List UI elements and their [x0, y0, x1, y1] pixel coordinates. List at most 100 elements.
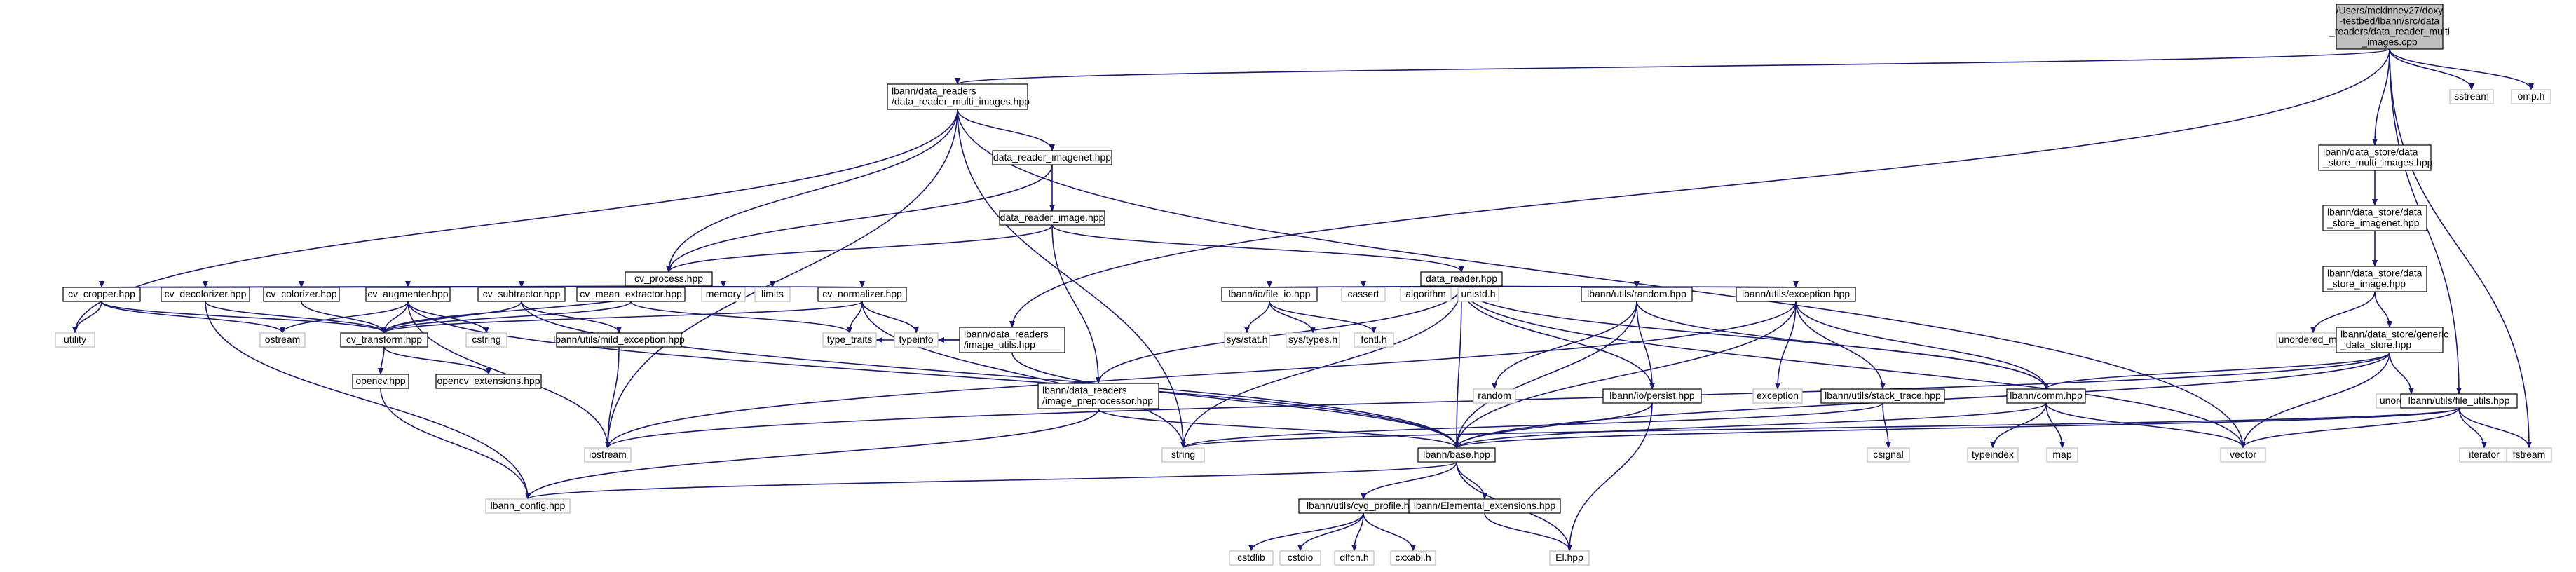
edge-base-to-elemental_ext	[1456, 461, 1487, 500]
node-ds_generic[interactable]: lbann/data_store/generic_data_store.hpp	[2336, 327, 2448, 353]
edge-mild_exception-to-iostream	[605, 346, 620, 449]
node-image_utils[interactable]: lbann/data_readers/image_utils.hpp	[959, 327, 1065, 353]
node-image_preproc[interactable]: lbann/data_readers/image_preprocessor.hp…	[1037, 383, 1159, 409]
node-label-ds_imagenet: _store_imagenet.hpp	[2326, 217, 2420, 229]
node-label-sys_stat: sys/stat.h	[1226, 334, 1267, 345]
edge-cv_transform-to-opencv_ext	[383, 346, 491, 375]
node-box-elemental_ext	[1408, 498, 1561, 514]
node-label-root: /Users/mckinney27/doxy	[2336, 5, 2444, 16]
node-random_hpp[interactable]: lbann/utils/random.hpp	[1581, 287, 1693, 302]
node-box-vector	[2220, 447, 2266, 463]
edge-drmi-to-vector	[957, 109, 2246, 449]
node-cv_decolorizer[interactable]: cv_decolorizer.hpp	[161, 287, 250, 302]
node-exception_hpp[interactable]: lbann/utils/exception.hpp	[1736, 287, 1856, 302]
edge-stack_trace-to-string	[1180, 402, 1883, 449]
edge-random_hpp-to-base	[1454, 301, 1637, 449]
node-cv_mean_extractor[interactable]: cv_mean_extractor.hpp	[576, 287, 686, 302]
edge-cv_normalizer-to-string	[861, 301, 1186, 449]
edge-file_utils-to-string	[1180, 407, 2460, 449]
node-box-cstdio	[1279, 550, 1321, 566]
node-label-random: random	[1478, 390, 1511, 401]
node-data_reader[interactable]: data_reader.hpp	[1420, 271, 1503, 287]
node-cv_cropper[interactable]: cv_cropper.hpp	[62, 287, 141, 302]
node-box-ds_imagenet	[2322, 205, 2427, 231]
node-label-typeinfo: typeinfo	[899, 334, 933, 345]
node-box-cv_colorizer	[263, 287, 340, 302]
edge-cv_decolorizer-to-lbann_config	[205, 301, 531, 500]
edge-data_reader-to-vector	[1461, 285, 2246, 449]
edge-random_hpp-to-persist	[1636, 301, 1655, 390]
node-label-unistd: unistd.h	[1461, 288, 1495, 299]
node-label-exception: exception	[1757, 390, 1799, 401]
node-box-omp	[2511, 89, 2551, 104]
node-root[interactable]: /Users/mckinney27/doxy-testbed/lbann/src…	[2329, 4, 2450, 50]
edge-cv_cropper-to-utility	[72, 301, 102, 334]
node-memory: memory	[701, 287, 746, 302]
edge-cv_augmenter-to-cstring	[407, 301, 489, 334]
node-el: El.hpp	[1549, 550, 1590, 566]
node-label-cv_colorizer: cv_colorizer.hpp	[266, 288, 336, 299]
node-label-map: map	[2052, 449, 2071, 460]
node-label-file_utils: lbann/utils/file_utils.hpp	[2408, 395, 2510, 406]
node-cyg_profile[interactable]: lbann/utils/cyg_profile.hpp	[1298, 498, 1429, 514]
node-label-opencv_ext: opencv_extensions.hpp	[437, 375, 540, 386]
node-box-cv_process	[625, 271, 713, 287]
node-box-image_utils	[959, 327, 1065, 353]
node-dr_imagenet[interactable]: data_reader_imagenet.hpp	[992, 150, 1112, 165]
node-cv_transform[interactable]: cv_transform.hpp	[340, 332, 428, 348]
node-box-fcntl	[1354, 332, 1394, 348]
node-label-image_utils: /image_utils.hpp	[964, 339, 1035, 350]
node-label-iterator: iterator	[2469, 449, 2500, 460]
node-ds_imagenet[interactable]: lbann/data_store/data_store_imagenet.hpp	[2322, 205, 2427, 231]
node-comm[interactable]: lbann/comm.hpp	[2006, 388, 2086, 404]
edge-cv_subtractor-to-cv_transform	[381, 301, 522, 334]
edge-opencv-to-lbann_config	[380, 388, 531, 500]
node-drmi[interactable]: lbann/data_readers/data_reader_multi_ima…	[887, 83, 1030, 110]
node-cv_augmenter[interactable]: cv_augmenter.hpp	[365, 287, 451, 302]
edge-base-to-lbann_config	[525, 461, 1457, 500]
node-cv_normalizer[interactable]: cv_normalizer.hpp	[817, 287, 907, 302]
node-ds_multi[interactable]: lbann/data_store/data_store_multi_images…	[2318, 144, 2433, 171]
node-box-opencv	[352, 374, 409, 389]
edge-exception_hpp-to-iostream	[605, 301, 1797, 449]
node-dr_image[interactable]: data_reader_image.hpp	[999, 210, 1105, 226]
node-label-ds_generic: lbann/data_store/generic	[2340, 329, 2448, 340]
node-label-fstream: fstream	[2513, 449, 2546, 460]
edge-stack_trace-to-csignal	[1882, 402, 1891, 449]
node-label-cv_augmenter: cv_augmenter.hpp	[367, 288, 448, 299]
node-persist[interactable]: lbann/io/persist.hpp	[1602, 388, 1702, 404]
node-mild_exception[interactable]: lbann/utils/mild_exception.hpp	[553, 332, 685, 348]
node-box-cv_subtractor	[477, 287, 566, 302]
node-stack_trace[interactable]: lbann/utils/stack_trace.hpp	[1820, 388, 1945, 404]
node-box-cv_decolorizer	[161, 287, 250, 302]
node-elemental_ext[interactable]: lbann/Elemental_extensions.hpp	[1408, 498, 1561, 514]
node-label-ds_image: lbann/data_store/data	[2327, 268, 2422, 279]
edge-cv_subtractor-to-base	[521, 301, 1459, 449]
node-cv_process[interactable]: cv_process.hpp	[625, 271, 713, 287]
edge-root-to-image_utils	[1009, 48, 2390, 328]
node-file_utils[interactable]: lbann/utils/file_utils.hpp	[2400, 393, 2518, 409]
node-base[interactable]: lbann/base.hpp	[1417, 447, 1496, 463]
node-exception: exception	[1752, 388, 1803, 404]
node-file_io[interactable]: lbann/io/file_io.hpp	[1221, 287, 1318, 302]
node-cv_colorizer[interactable]: cv_colorizer.hpp	[263, 287, 340, 302]
node-box-persist	[1602, 388, 1702, 404]
node-box-typeindex	[1967, 447, 2019, 463]
node-fcntl: fcntl.h	[1354, 332, 1394, 348]
node-label-string: string	[1171, 449, 1195, 460]
node-opencv[interactable]: opencv.hpp	[352, 374, 409, 389]
edge-cv_decolorizer-to-cv_transform	[205, 301, 387, 334]
node-iostream: iostream	[584, 447, 632, 463]
node-box-cv_mean_extractor	[576, 287, 686, 302]
node-random: random	[1473, 388, 1516, 404]
edge-dr_image-to-cv_process	[666, 224, 1053, 273]
node-label-random_hpp: lbann/utils/random.hpp	[1587, 288, 1686, 299]
edge-cv_mean_extractor-to-type_traits	[630, 301, 852, 334]
node-cv_subtractor[interactable]: cv_subtractor.hpp	[477, 287, 566, 302]
node-ds_image[interactable]: lbann/data_store/data_store_image.hpp	[2322, 266, 2427, 292]
node-opencv_ext[interactable]: opencv_extensions.hpp	[435, 374, 542, 389]
node-label-stack_trace: lbann/utils/stack_trace.hpp	[1825, 390, 1941, 401]
node-label-iostream: iostream	[589, 449, 627, 460]
edge-drmi-to-dr_imagenet	[957, 109, 1055, 151]
edge-comm-to-base	[1454, 402, 2047, 449]
